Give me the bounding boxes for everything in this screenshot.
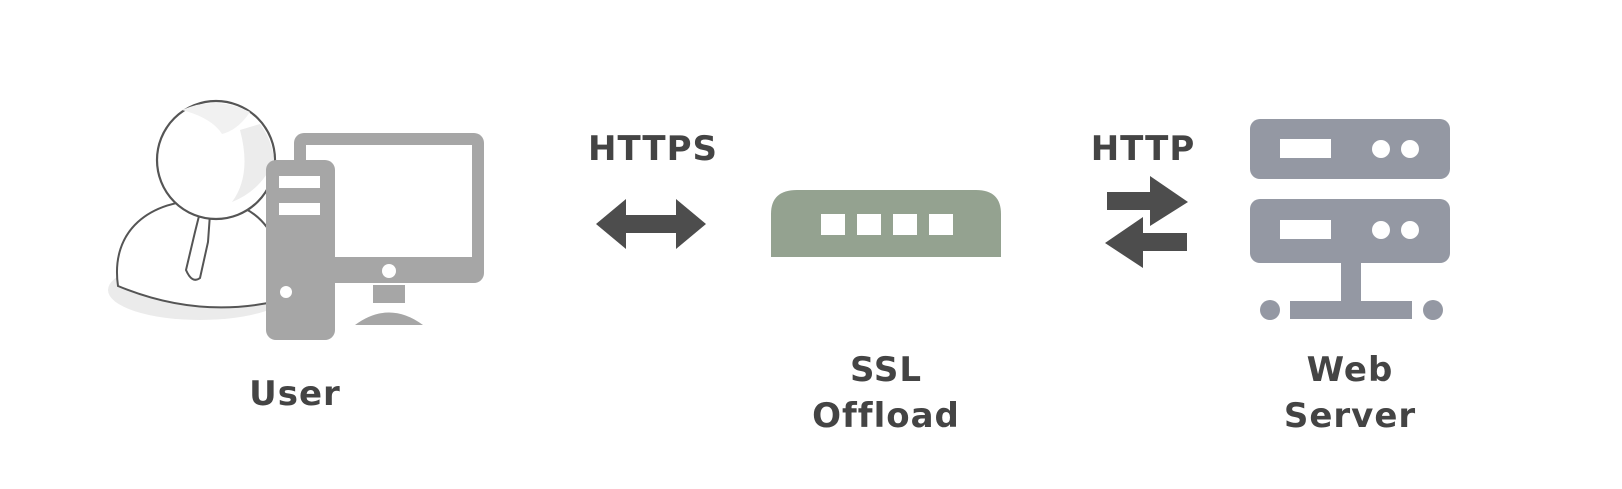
link-label-http: HTTP <box>1090 129 1196 169</box>
bidirectional-arrow-icon <box>596 199 706 249</box>
exchange-arrows-icon <box>1105 176 1188 268</box>
node-label-ssl-line-1: SSL <box>849 350 923 390</box>
computer-tower-icon <box>266 160 335 340</box>
node-label-web-line-1: Web <box>1306 350 1394 390</box>
node-label-ssl-offload: SSL Offload <box>796 347 976 439</box>
person-icon <box>108 99 292 320</box>
ssl-offload-device-icon <box>771 190 1001 257</box>
node-label-web-line-2: Server <box>1283 396 1417 436</box>
link-label-https: HTTPS <box>587 129 719 169</box>
node-label-user: User <box>249 374 341 414</box>
node-label-web-server: Web Server <box>1260 347 1440 439</box>
node-label-ssl-line-2: Offload <box>812 396 960 436</box>
user-computer-icon <box>108 99 484 340</box>
server-rack-icon <box>1250 119 1450 320</box>
